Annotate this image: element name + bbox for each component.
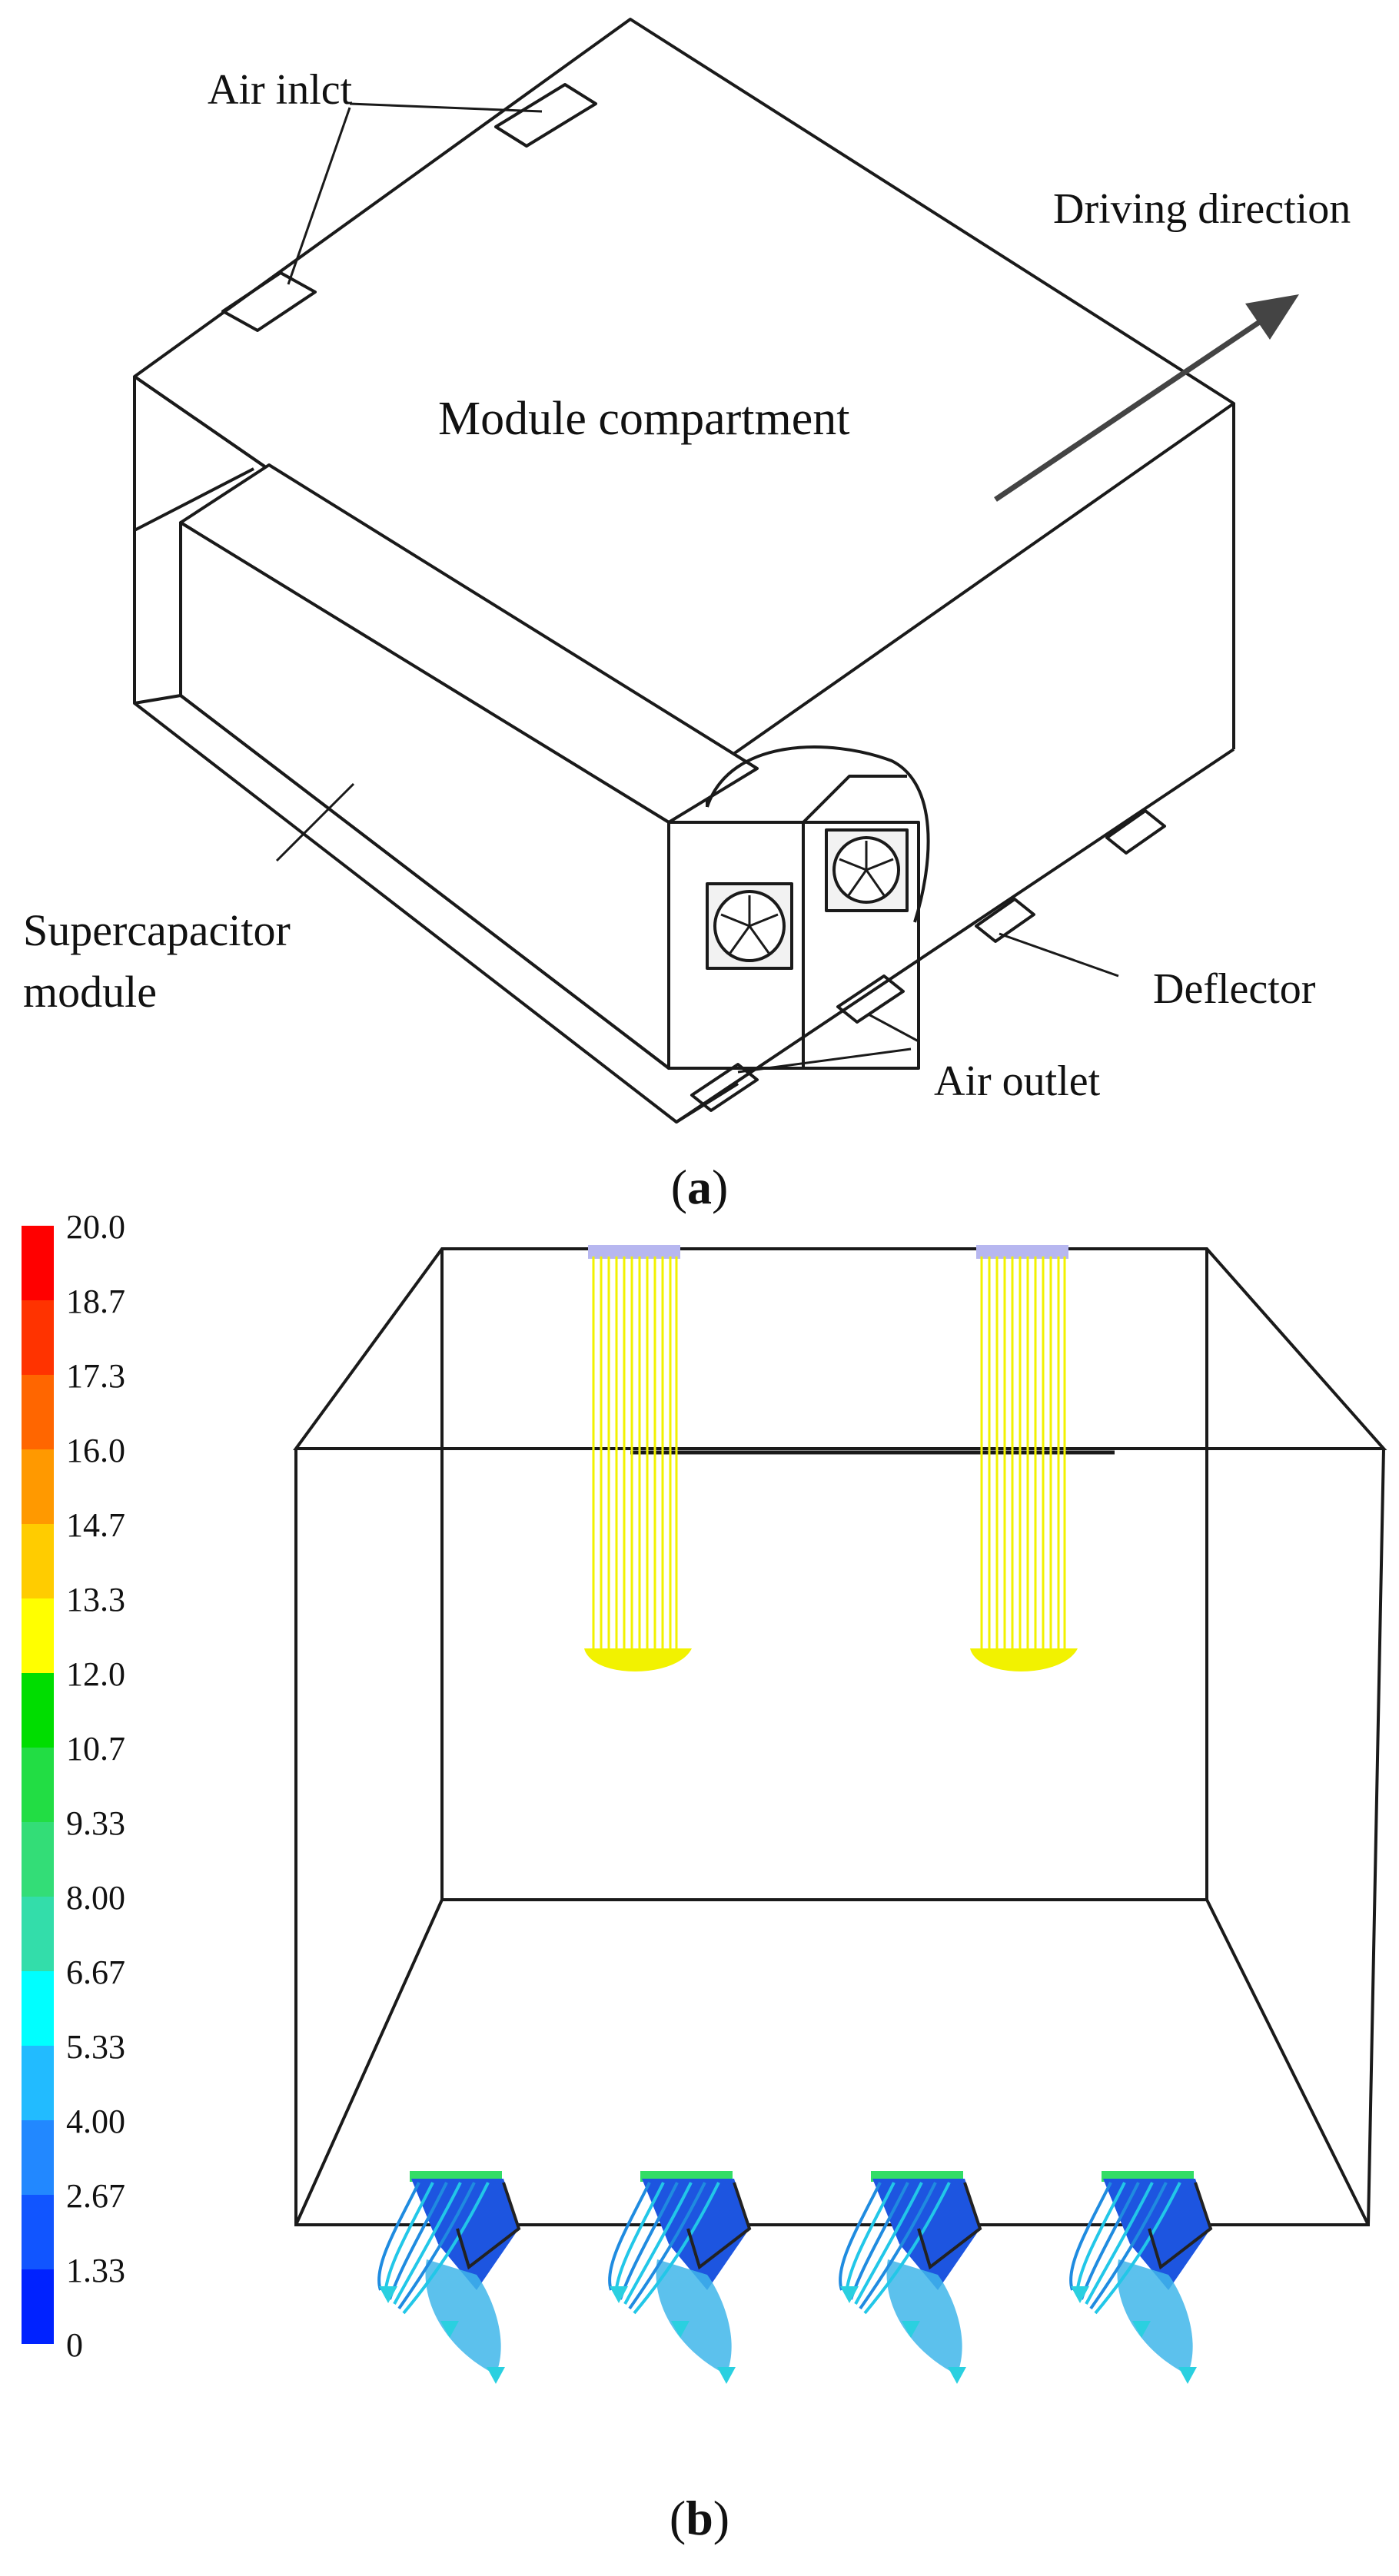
colorbar-tick-label: 1.33 — [66, 2252, 125, 2289]
colorbar — [22, 1226, 54, 2344]
colorbar-tick-label: 17.3 — [66, 1357, 125, 1395]
caption-a: (a) — [670, 1160, 729, 1214]
colorbar-segment — [22, 1598, 54, 1673]
colorbar-segment — [22, 1524, 54, 1598]
colorbar-segment — [22, 1748, 54, 1822]
colorbar-tick-label: 9.33 — [66, 1804, 125, 1842]
fan-2 — [825, 828, 909, 912]
air-outlet-2 — [836, 974, 905, 1024]
outlet-plume-2 — [608, 2171, 752, 2384]
outlet-plume-3 — [839, 2171, 982, 2384]
outlet-plume-1 — [377, 2171, 521, 2384]
colorbar-segment — [22, 2046, 54, 2120]
colorbar-segment — [22, 1971, 54, 2046]
inlet-jet-1 — [584, 1245, 692, 1671]
colorbar-segment — [22, 2120, 54, 2195]
colorbar-tick-label: 20.0 — [66, 1208, 125, 1246]
label-supercapacitor-line2: module — [23, 967, 157, 1017]
colorbar-tick-label: 6.67 — [66, 1954, 125, 1991]
floor-front-edge — [675, 1082, 739, 1124]
colorbar-segment — [22, 1449, 54, 1524]
label-driving-direction: Driving direction — [1053, 185, 1351, 233]
label-deflector: Deflector — [1153, 965, 1316, 1013]
caption-b: (b) — [669, 2491, 730, 2545]
colorbar-segment — [22, 1226, 54, 1300]
fan-divider — [802, 775, 907, 1068]
deflector-2 — [1105, 809, 1166, 855]
colorbar-segment — [22, 1375, 54, 1449]
colorbar-segment — [22, 2269, 54, 2344]
air-inlet-2 — [494, 83, 597, 148]
deflector-1 — [975, 898, 1035, 943]
inlet-jet-2 — [970, 1245, 1078, 1671]
velocity-streamline-plot-b: 20.0 18.7 17.3 16.0 14.7 13.3 12.0 10.7 9.33 8.00… — [22, 1208, 1387, 2384]
colorbar-segment — [22, 2195, 54, 2269]
air-outlet-1 — [690, 1063, 759, 1112]
colorbar-segment — [22, 1673, 54, 1748]
colorbar-tick-label: 10.7 — [66, 1730, 125, 1768]
colorbar-tick-label: 18.7 — [66, 1283, 125, 1320]
colorbar-segment — [22, 1822, 54, 1897]
air-inlet-1 — [221, 271, 317, 332]
outlet-plume-4 — [1069, 2171, 1213, 2384]
colorbar-tick-label: 4.00 — [66, 2103, 125, 2140]
label-module-compartment: Module compartment — [438, 393, 849, 445]
colorbar-segment — [22, 1897, 54, 1971]
colorbar-tick-label: 13.3 — [66, 1581, 125, 1618]
colorbar-tick-label: 2.67 — [66, 2177, 125, 2215]
label-supercapacitor-line1: Supercapacitor — [23, 905, 291, 955]
colorbar-tick-label: 12.0 — [66, 1655, 125, 1693]
label-air-inlet: Air inlct — [208, 66, 353, 114]
cutaway-arc — [706, 745, 930, 923]
label-air-outlet: Air outlet — [934, 1057, 1101, 1105]
schematic-diagram-a: Air inlct Driving direction Module compa… — [23, 18, 1351, 1124]
colorbar-tick-label: 8.00 — [66, 1879, 125, 1917]
outlet-plumes — [377, 2171, 1213, 2384]
driving-direction-arrow — [994, 294, 1299, 502]
compartment-opening-edge — [134, 467, 254, 532]
colorbar-tick-label: 16.0 — [66, 1432, 125, 1469]
colorbar-tick-label: 5.33 — [66, 2028, 125, 2066]
domain-wireframe — [293, 1247, 1387, 2226]
colorbar-labels: 20.0 18.7 17.3 16.0 14.7 13.3 12.0 10.7 9.33 8.00… — [66, 1208, 125, 2364]
colorbar-tick-label: 0 — [66, 2326, 83, 2364]
colorbar-tick-label: 14.7 — [66, 1506, 125, 1544]
fan-1 — [706, 882, 793, 970]
colorbar-segment — [22, 1300, 54, 1375]
